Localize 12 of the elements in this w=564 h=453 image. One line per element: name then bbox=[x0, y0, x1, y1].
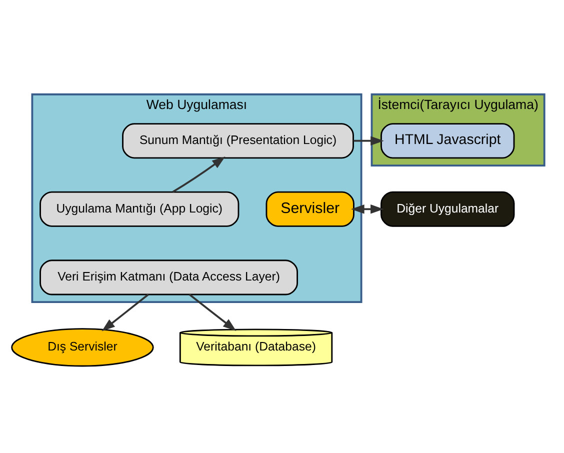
arrow bbox=[172, 156, 226, 193]
arrow bbox=[351, 204, 384, 214]
node-box: Uygulama Mantığı (App Logic) bbox=[40, 191, 240, 227]
arrow bbox=[188, 294, 236, 332]
node-box: Diğer Uygulamalar bbox=[380, 191, 515, 227]
node-ellipse: Dış Servisler bbox=[11, 328, 154, 367]
arrow bbox=[102, 294, 149, 332]
node-box: Servisler bbox=[266, 191, 354, 227]
node-box: Sunum Mantığı (Presentation Logic) bbox=[122, 123, 354, 159]
node-box: Veri Erişim Katmanı (Data Access Layer) bbox=[40, 260, 298, 296]
arrow bbox=[353, 136, 384, 146]
node-box: HTML Javascript bbox=[380, 123, 515, 159]
